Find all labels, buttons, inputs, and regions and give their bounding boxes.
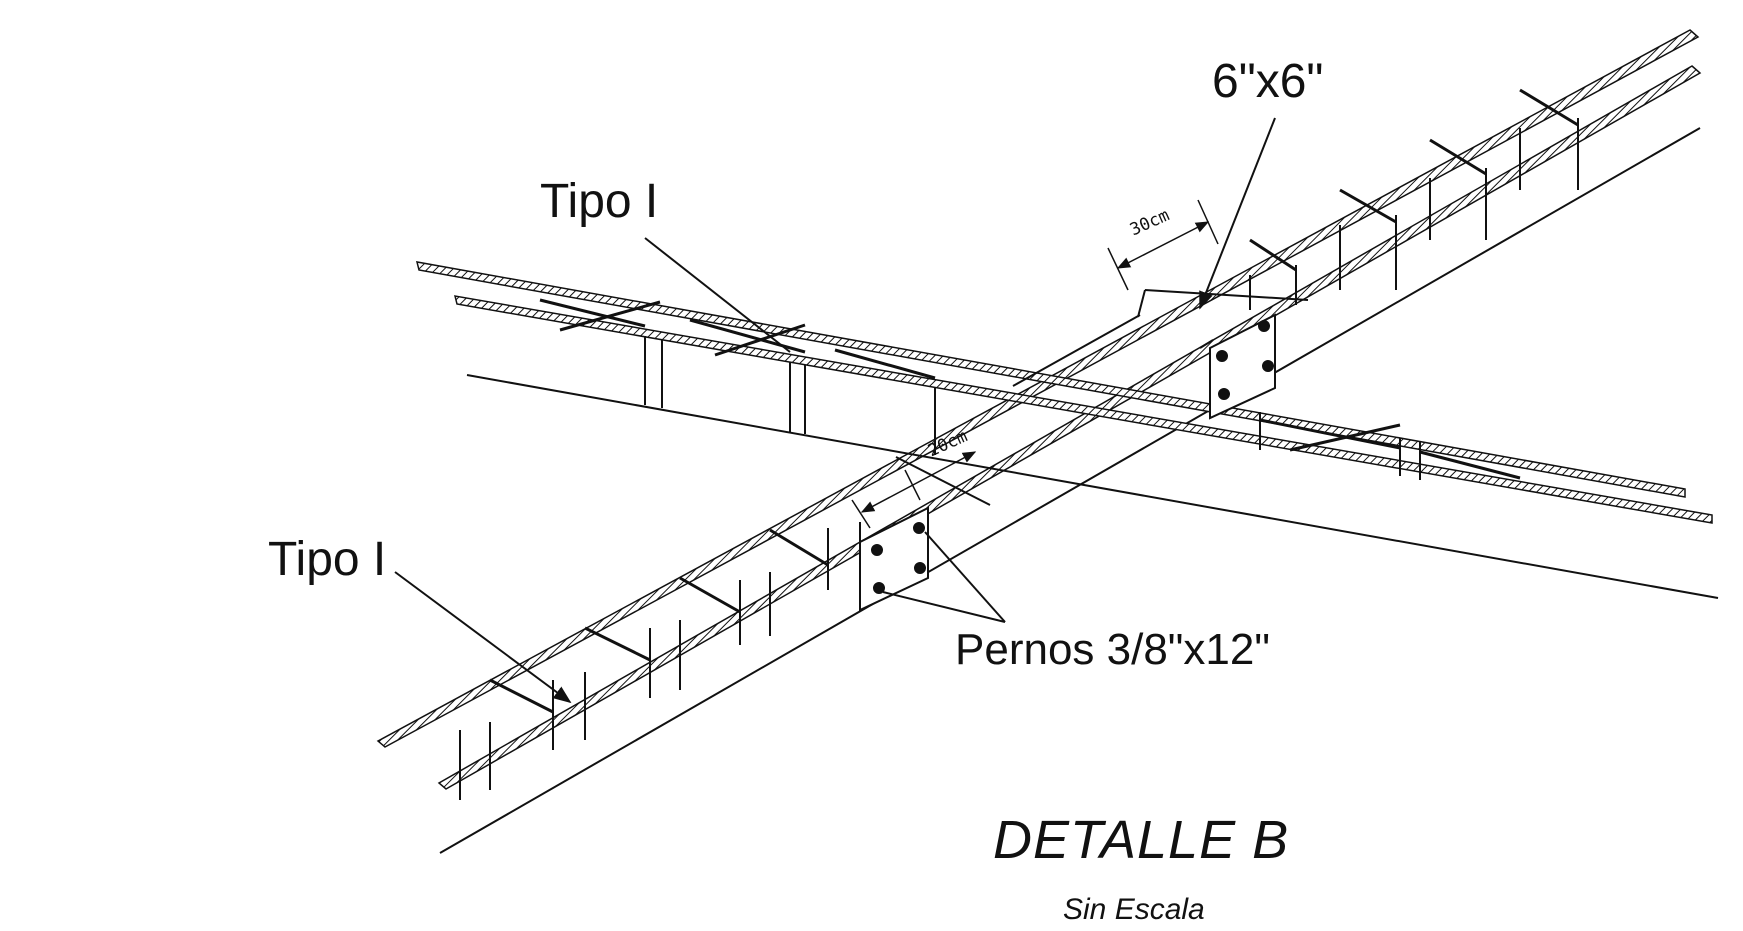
detail-title: DETALLE B (993, 810, 1290, 870)
leader-tipo-lower (394, 571, 572, 704)
label-bolts: Pernos 3/8"x12" (955, 625, 1270, 674)
dimension-30cm (1107, 199, 1219, 291)
leader-post-size (1199, 117, 1276, 310)
upper-connection-plate (1209, 313, 1276, 420)
detail-subtitle: Sin Escala (1063, 893, 1205, 926)
label-tipo-lower: Tipo I (268, 533, 387, 586)
label-tipo-upper: Tipo I (540, 175, 659, 228)
diagonal-truss-beam (376, 29, 1702, 854)
dimension-20cm (851, 451, 977, 529)
leader-tipo-upper (644, 237, 791, 353)
cross-truss-beam (415, 261, 1719, 599)
leader-bolt-2 (882, 591, 1006, 623)
label-post-size: 6"x6" (1212, 55, 1324, 108)
lower-connection-plate (859, 506, 929, 612)
leader-lines (394, 117, 1276, 704)
leader-bolt-1 (924, 531, 1006, 623)
